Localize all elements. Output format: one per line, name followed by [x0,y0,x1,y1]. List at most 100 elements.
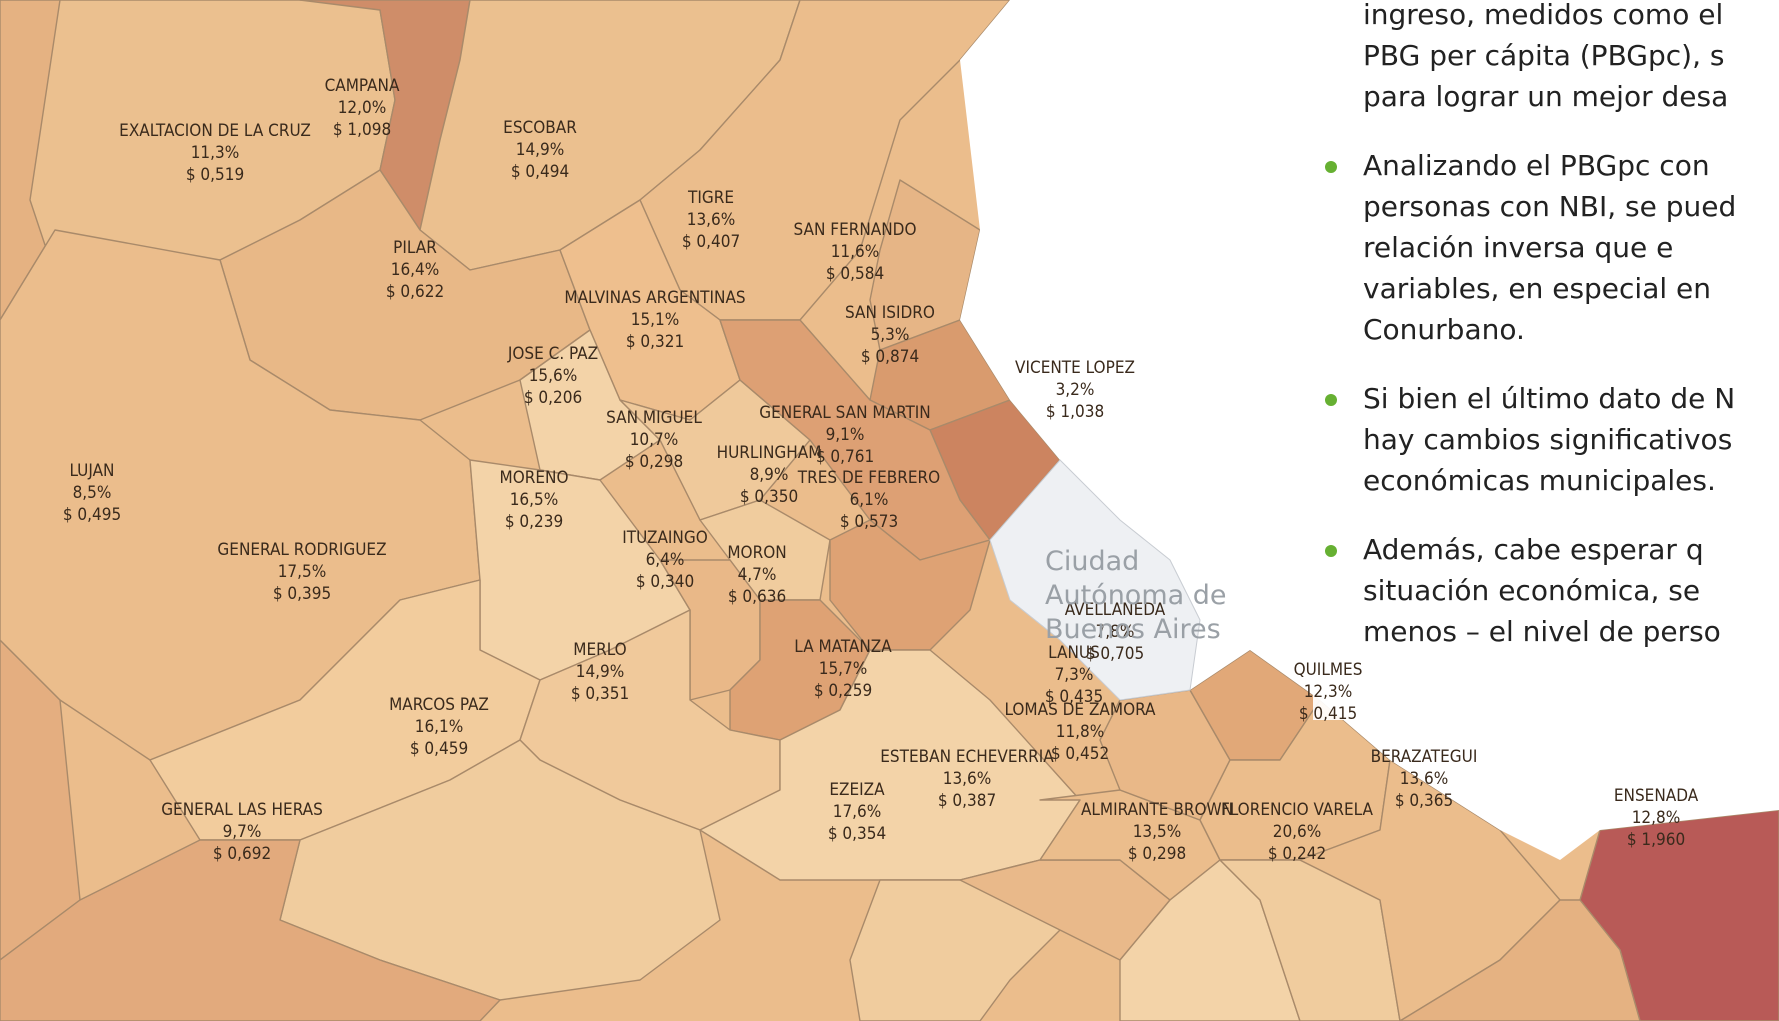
panel-text-line: Conurbano. [1363,313,1525,346]
municipality-name: PILAR [393,238,437,258]
municipality-pbgpc: $ 0,573 [839,512,899,532]
municipality-name: MORENO [499,468,569,488]
municipality-pbgpc: $ 0,636 [727,587,787,607]
panel-text-line: relación inversa que e [1363,231,1674,264]
municipality-name: MORON [727,543,787,563]
panel-text-line: ingreso, medidos como el [1363,0,1724,31]
municipality-nbi: 15,6% [528,366,578,386]
panel-text-line: PBG per cápita (PBGpc), s [1363,39,1725,72]
municipality-pbgpc: $ 0,584 [825,264,885,284]
municipality-nbi: 16,5% [509,490,559,510]
municipality-nbi: 12,8% [1631,808,1681,828]
municipality-nbi: 5,3% [870,325,910,345]
panel-text-line: menos – el nivel de perso [1363,615,1721,648]
municipality-name: AVELLANEDA [1064,600,1166,620]
municipality-pbgpc: $ 0,395 [272,584,332,604]
municipality-name: EZEIZA [829,780,885,800]
municipality-name: SAN MIGUEL [606,408,702,428]
municipality-name: CAMPANA [324,76,400,96]
caba-label-line: Autónoma de [1045,580,1227,611]
municipality-name: MALVINAS ARGENTINAS [564,288,746,308]
municipality-nbi: 13,5% [1132,822,1182,842]
municipality-pbgpc: $ 0,519 [185,165,245,185]
region-gral-las-heras [0,839,501,1021]
municipality-name: ESCOBAR [503,118,577,138]
caba-area [989,459,1201,701]
municipality-nbi: 3,2% [1055,380,1095,400]
bullet-icon [1325,545,1337,557]
municipality-pbgpc: $ 0,415 [1298,704,1358,724]
municipality-name: ENSENADA [1613,786,1699,806]
municipality-name: GENERAL RODRIGUEZ [217,540,387,560]
municipality-nbi: 12,0% [337,98,387,118]
municipality-nbi: 14,9% [575,662,625,682]
municipality-name: BERAZATEGUI [1370,747,1478,767]
municipality-name: ITUZAINGO [622,528,708,548]
region-san-miguel [619,379,811,521]
panel-text-line: personas con NBI, se pued [1363,190,1737,223]
municipality-pbgpc: $ 0,494 [510,162,570,182]
municipality-name: VICENTE LOPEZ [1015,358,1135,378]
municipality-name: ALMIRANTE BROWN [1080,800,1234,820]
municipality-nbi: 10,7% [629,430,679,450]
municipality-name: MARCOS PAZ [389,695,489,715]
municipality-pbgpc: $ 0,365 [1394,791,1454,811]
municipality-pbgpc: $ 0,354 [827,824,887,844]
municipality-name: LA MATANZA [794,637,892,657]
municipality-nbi: 11,6% [830,242,880,262]
panel-text-line: Si bien el último dato de N [1363,382,1736,415]
municipality-name: QUILMES [1293,660,1363,680]
municipality-pbgpc: $ 1,038 [1045,402,1105,422]
panel-text-line: para lograr un mejor desa [1363,80,1729,113]
municipality-nbi: 13,6% [942,769,992,789]
municipality-nbi: 14,9% [515,140,565,160]
municipality-name: LOMAS DE ZAMORA [1004,700,1156,720]
municipality-pbgpc: $ 0,298 [1127,844,1187,864]
municipality-nbi: 12,3% [1303,682,1353,702]
municipality-pbgpc: $ 0,692 [212,844,272,864]
caba-label-line: Buenos Aires [1045,614,1221,645]
panel-text-line: situación económica, se [1363,574,1701,607]
municipality-pbgpc: $ 0,622 [385,282,445,302]
municipality-pbgpc: $ 0,407 [681,232,741,252]
bullet-icon [1325,161,1337,173]
municipality-nbi: 4,7% [737,565,777,585]
municipality-pbgpc: $ 0,761 [815,447,875,467]
panel-text-line: Analizando el PBGpc con [1363,149,1710,182]
municipality-nbi: 17,6% [832,802,882,822]
municipality-nbi: 17,5% [277,562,327,582]
municipality-nbi: 9,7% [222,822,262,842]
municipality-nbi: 7,3% [1054,665,1094,685]
region-la-plata [1399,899,1641,1021]
municipality-name: LUJAN [69,461,115,481]
municipality-pbgpc: $ 0,705 [1085,644,1145,664]
panel-backdrop [1313,0,1779,720]
municipality-nbi: 8,9% [749,465,789,485]
municipality-pbgpc: $ 1,960 [1626,830,1686,850]
municipality-nbi: 20,6% [1272,822,1322,842]
municipality-name: TRES DE FEBRERO [797,468,941,488]
caba-label-line: Ciudad [1045,546,1140,577]
panel-text-line: Además, cabe esperar q [1363,533,1704,566]
